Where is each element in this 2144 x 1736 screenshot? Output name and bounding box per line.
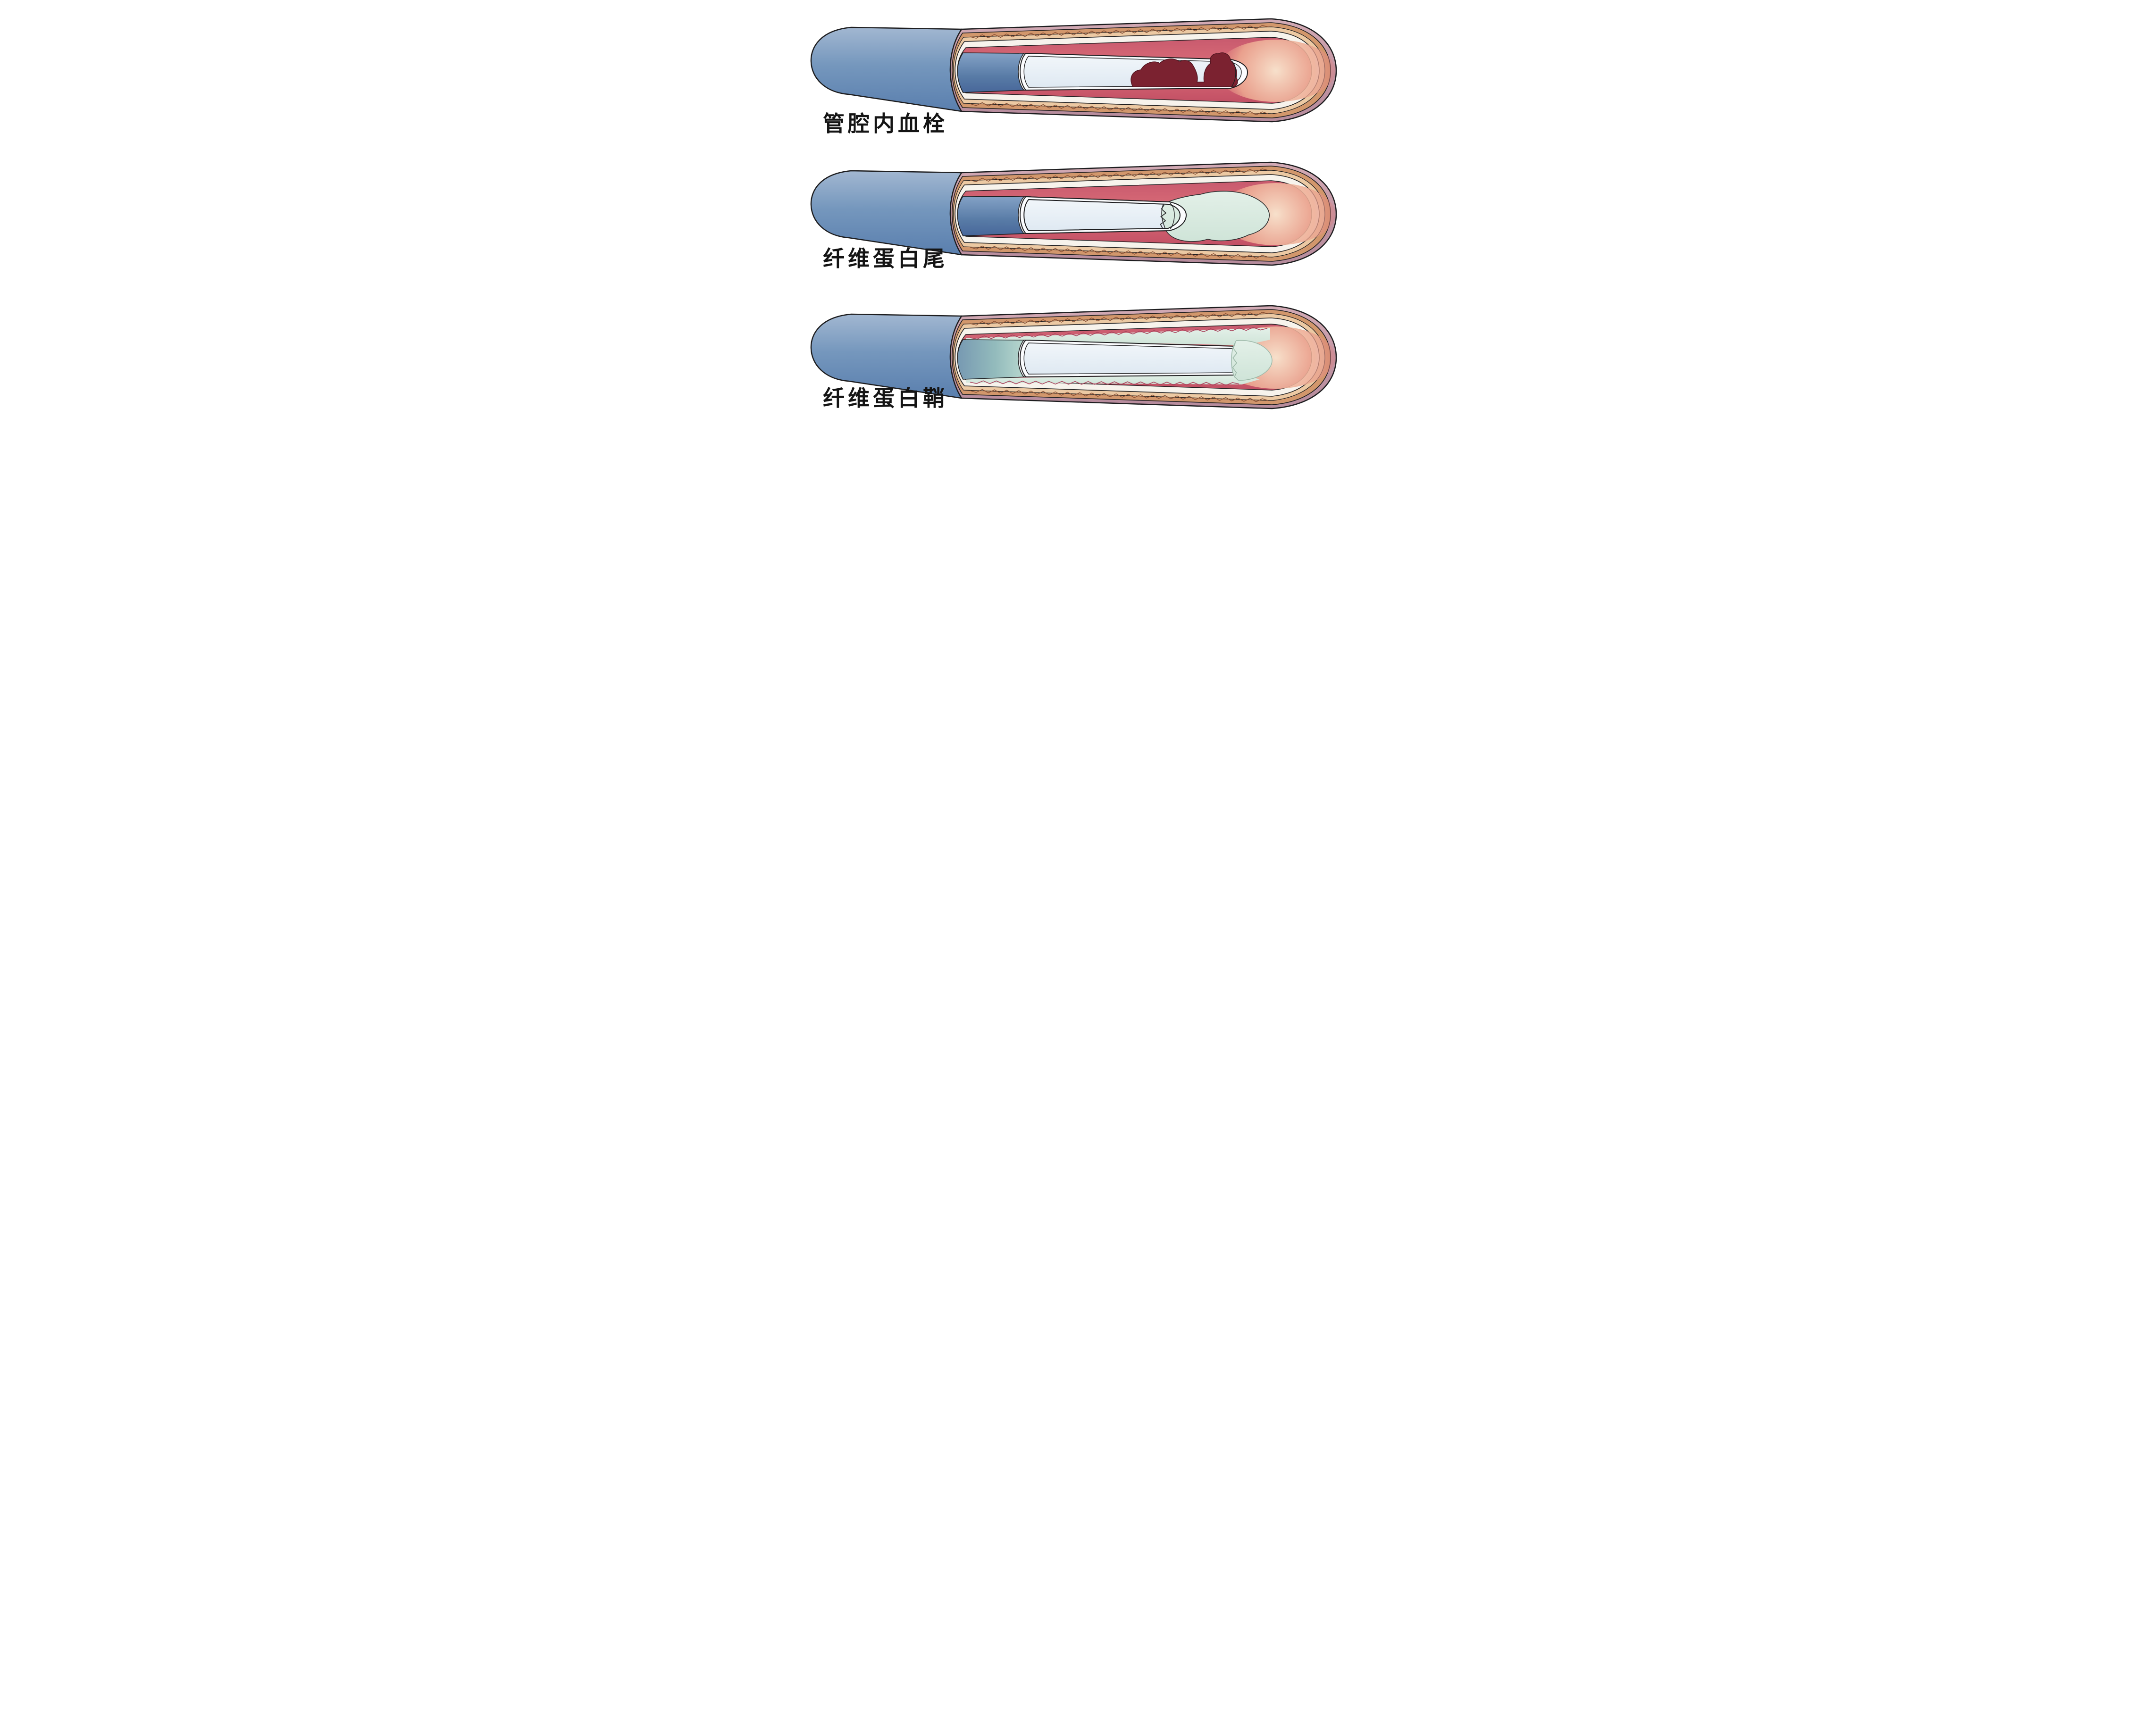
panel-label-thrombus: 管腔内血栓 [823, 112, 948, 136]
panel-fibrin-tail [804, 143, 1340, 288]
sheath-wavy-bottom [970, 381, 1239, 385]
catheter-wall-ring [1020, 197, 1186, 234]
vessel-diagram-3 [804, 287, 1340, 431]
sheath-wavy-top [970, 327, 1267, 339]
panel-fibrin-sheath [804, 287, 1340, 431]
fibrin-tail-blob [1162, 191, 1269, 242]
fibrin-sheath-tip-wrap [1231, 341, 1272, 381]
fibrin-sheath-top-band [966, 328, 1270, 345]
sheath-tip-jagged-edge [1233, 343, 1237, 377]
catheter-tip-rim [1231, 61, 1236, 87]
catheter-inside-blue [957, 53, 1026, 92]
vessel-diagram-1 [804, 0, 1340, 144]
medical-diagram-page: 管腔内血栓 纤维蛋白尾 [804, 0, 1340, 434]
catheter-inside-blue [957, 196, 1026, 236]
panel-intraluminal-thrombus [804, 0, 1340, 144]
catheter-tip-rim [1170, 203, 1174, 229]
panel-label-fibrin-tail: 纤维蛋白尾 [823, 247, 948, 271]
vessel-diagram-2 [804, 143, 1340, 288]
panel-label-fibrin-sheath: 纤维蛋白鞘 [823, 386, 948, 410]
fibrin-sheath-bottom-band [966, 375, 1260, 384]
catheter-inside-sheathed [957, 340, 1026, 379]
fibrin-jagged-edge [1161, 205, 1166, 228]
